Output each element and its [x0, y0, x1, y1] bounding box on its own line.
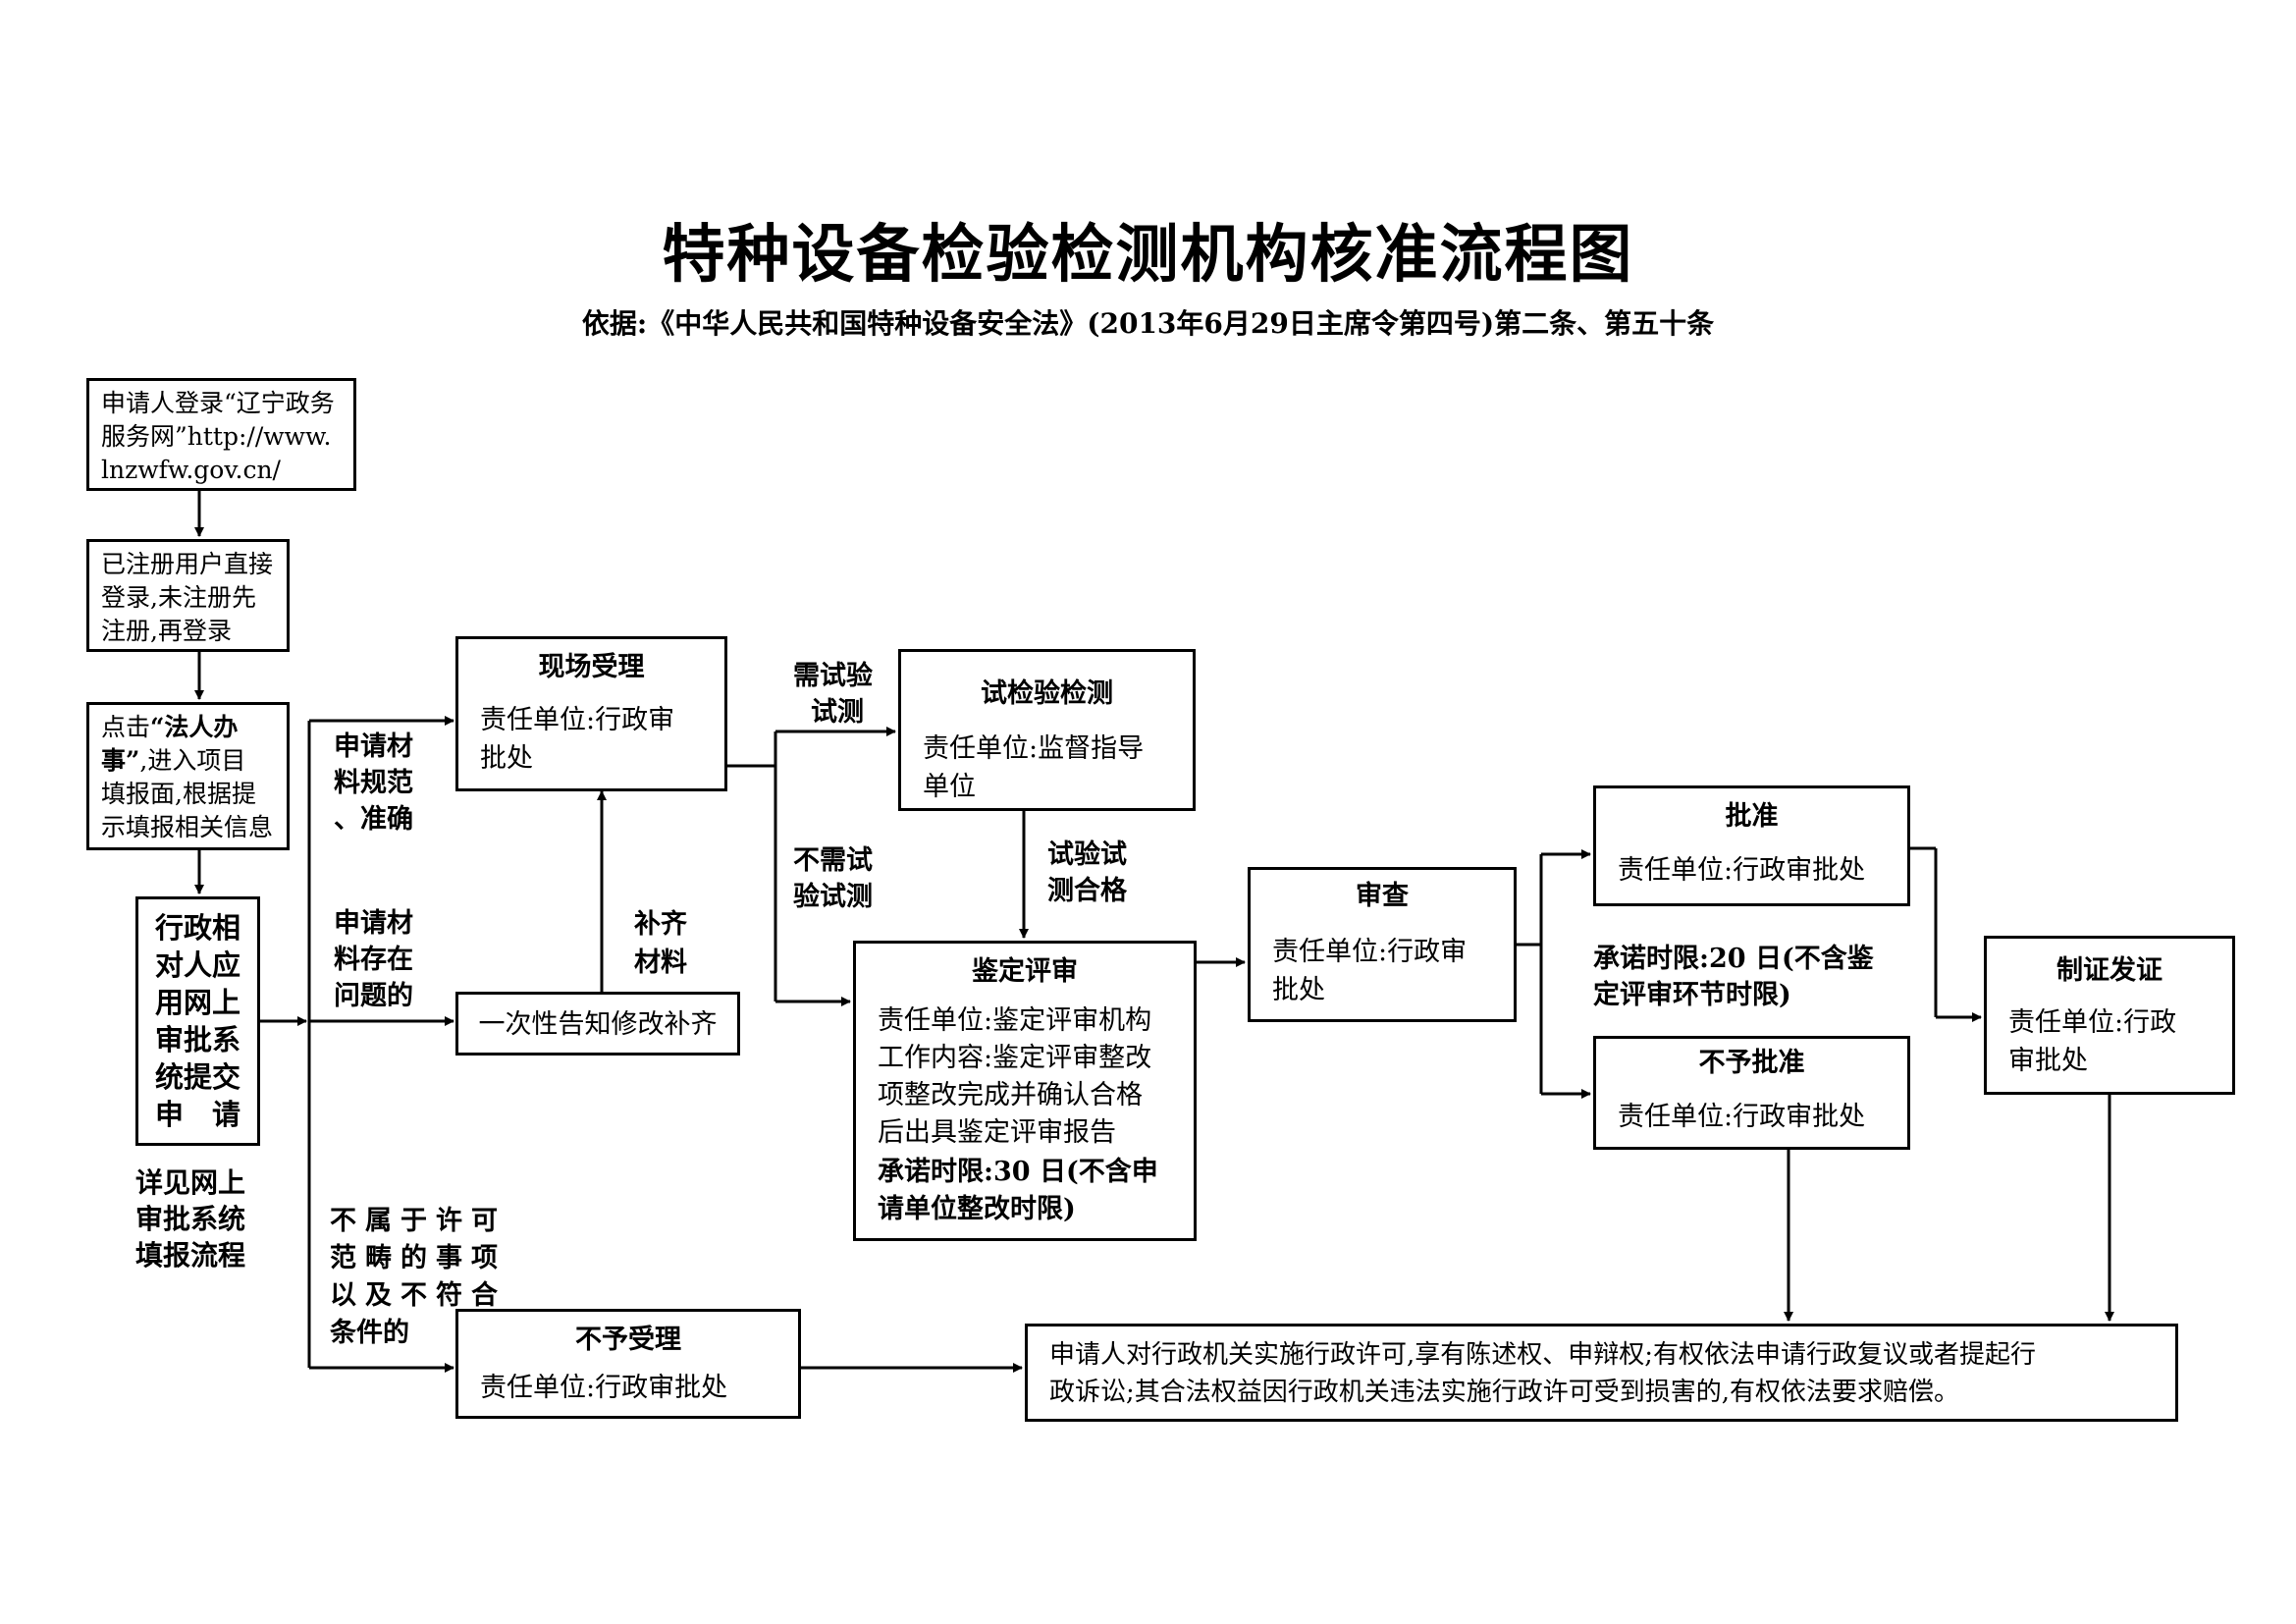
label-line: 申请材 [334, 908, 413, 939]
click-line3: 填报面,根据提 [101, 780, 256, 808]
submit-line: 行政相 [154, 911, 240, 945]
label-line: 试测 [811, 697, 864, 728]
deny-approval-box: 不予批准 责任单位:行政审批处 [1593, 1036, 1910, 1150]
approve-title: 批准 [1725, 801, 1779, 832]
register-box: 已注册用户直接 登录,未注册先 注册,再登录 [86, 539, 290, 652]
reject-acceptance-box: 不予受理 责任单位:行政审批处 [455, 1309, 801, 1419]
click-line2-b: ,进入项目 [139, 746, 246, 775]
applicant-rights-box: 申请人对行政机关实施行政许可,享有陈述权、申辩权;有权依法申请行政复议或者提起行… [1025, 1324, 2178, 1422]
evaluation-review-box: 鉴定评审 责任单位:鉴定评审机构 工作内容:鉴定评审整改 项整改完成并确认合格 … [853, 941, 1197, 1241]
register-line2: 登录,未注册先 [101, 583, 256, 612]
click-line1-b: “法人办 [150, 713, 239, 741]
test-title: 试检验检测 [981, 678, 1113, 709]
rights-line2: 政诉讼;其合法权益因行政机关违法实施行政许可受到损害的,有权依法要求赔偿。 [1049, 1378, 1960, 1407]
test-inspection-box: 试检验检测 责任单位:监督指导 单位 [898, 649, 1196, 811]
review-limit-line1: 承诺时限:20 日(不含鉴 [1593, 944, 1874, 974]
submit-note: 详见网上 审批系统 填报流程 [135, 1164, 245, 1273]
login-line2: 服务网”http://www. [101, 422, 332, 451]
label-not-in-scope: 不属于许可 范畴的事项 以及不符合 条件的 [330, 1203, 507, 1352]
review-line2: 批处 [1272, 975, 1325, 1005]
register-line3: 注册,再登录 [101, 617, 232, 645]
label-need-test: 需试验 试测 [793, 658, 873, 731]
label-line: 以及不符合 [330, 1280, 507, 1311]
issue-line2: 审批处 [2008, 1046, 2088, 1076]
onsite-acceptance-box: 现场受理 责任单位:行政审 批处 [455, 636, 727, 791]
approve-line1: 责任单位:行政审批处 [1618, 855, 1866, 886]
submit-line: 对人应 [154, 948, 240, 982]
review-limit-line2: 定评审环节时限) [1593, 980, 1791, 1010]
label-line: 需试验 [793, 661, 873, 691]
notify-box: 一次性告知修改补齐 [455, 992, 740, 1056]
review-box: 审查 责任单位:行政审 批处 [1248, 867, 1517, 1022]
click-box: 点击“法人办 事”,进入项目 填报面,根据提 示填报相关信息 [86, 702, 290, 850]
issue-title: 制证发证 [2056, 955, 2163, 986]
deny-title: 不予批准 [1698, 1048, 1805, 1078]
submit-box: 行政相 对人应 用网上 审批系 统提交 申 请 [135, 896, 260, 1146]
rights-line1: 申请人对行政机关实施行政许可,享有陈述权、申辩权;有权依法申请行政复议或者提起行 [1049, 1340, 2037, 1370]
label-no-test: 不需试 验试测 [793, 842, 873, 915]
login-box: 申请人登录“辽宁政务 服务网”http://www. lnzwfw.gov.cn… [86, 378, 356, 491]
legal-basis: 依据:《中华人民共和国特种设备安全法》(2013年6月29日主席令第四号)第二条… [581, 307, 1715, 340]
reject-acceptance-line1: 责任单位:行政审批处 [480, 1373, 728, 1403]
deny-line1: 责任单位:行政审批处 [1618, 1102, 1866, 1132]
click-line2: 事”,进入项目 [101, 744, 279, 778]
issue-line1: 责任单位:行政 [2008, 1007, 2177, 1038]
reject-acceptance-title: 不予受理 [575, 1325, 681, 1355]
label-line: 不属于许可 [330, 1206, 507, 1236]
login-line1: 申请人登录“辽宁政务 [101, 389, 335, 417]
submit-note-line: 填报流程 [135, 1239, 246, 1272]
submit-line: 申 请 [154, 1098, 240, 1131]
label-line: 料规范 [334, 768, 413, 798]
label-line: 不需试 [793, 845, 873, 876]
evaluate-line5: 承诺时限:30 日(不含申 [878, 1157, 1158, 1187]
click-line1-a: 点击 [101, 713, 151, 741]
notify-text: 一次性告知修改补齐 [478, 1009, 718, 1040]
label-supplement: 补齐 材料 [634, 905, 687, 982]
label-line: 条件的 [330, 1318, 409, 1348]
approve-box: 批准 责任单位:行政审批处 [1593, 785, 1910, 906]
click-line2-a: 事” [101, 746, 140, 775]
onsite-line2: 批处 [480, 743, 533, 774]
submit-line: 审批系 [154, 1023, 240, 1056]
label-line: 试验试 [1047, 839, 1127, 870]
test-line1: 责任单位:监督指导 [923, 733, 1145, 764]
label-line: 料存在 [334, 945, 413, 975]
review-line1: 责任单位:行政审 [1272, 937, 1468, 967]
review-time-limit: 承诺时限:20 日(不含鉴 定评审环节时限) [1593, 941, 1874, 1013]
label-line: 材料 [634, 947, 687, 978]
label-line: 申请材 [334, 731, 413, 762]
login-line3: lnzwfw.gov.cn/ [101, 456, 281, 484]
onsite-title: 现场受理 [538, 652, 645, 682]
label-line: 测合格 [1047, 876, 1127, 906]
label-line: 补齐 [634, 909, 687, 940]
evaluate-line6: 请单位整改时限) [878, 1194, 1076, 1224]
page-title: 特种设备检验检测机构核准流程图 [662, 218, 1634, 292]
submit-note-line: 审批系统 [135, 1203, 246, 1235]
evaluate-title: 鉴定评审 [972, 956, 1078, 987]
label-materials-problem: 申请材 料存在 问题的 [334, 905, 413, 1014]
evaluate-line2: 工作内容:鉴定评审整改 [878, 1043, 1152, 1073]
evaluate-line4: 后出具鉴定评审报告 [878, 1117, 1116, 1148]
onsite-line1: 责任单位:行政审 [480, 705, 675, 735]
click-line1: 点击“法人办 [101, 711, 279, 744]
review-title: 审查 [1356, 881, 1409, 911]
submit-line: 统提交 [154, 1060, 240, 1094]
evaluate-line3: 项整改完成并确认合格 [878, 1080, 1143, 1110]
click-line4: 示填报相关信息 [101, 813, 274, 841]
label-line: 问题的 [334, 981, 413, 1011]
label-line: 、准确 [334, 804, 413, 835]
test-line2: 单位 [923, 772, 976, 802]
issue-certificate-box: 制证发证 责任单位:行政 审批处 [1984, 936, 2235, 1095]
label-line: 验试测 [793, 882, 873, 912]
label-materials-ok: 申请材 料规范 、准确 [334, 729, 413, 838]
register-line1: 已注册用户直接 [101, 550, 274, 578]
submit-note-line: 详见网上 [135, 1166, 246, 1199]
submit-line: 用网上 [154, 986, 240, 1019]
label-test-pass: 试验试 测合格 [1047, 837, 1127, 909]
label-line: 范畴的事项 [330, 1243, 507, 1273]
evaluate-line1: 责任单位:鉴定评审机构 [878, 1005, 1152, 1036]
